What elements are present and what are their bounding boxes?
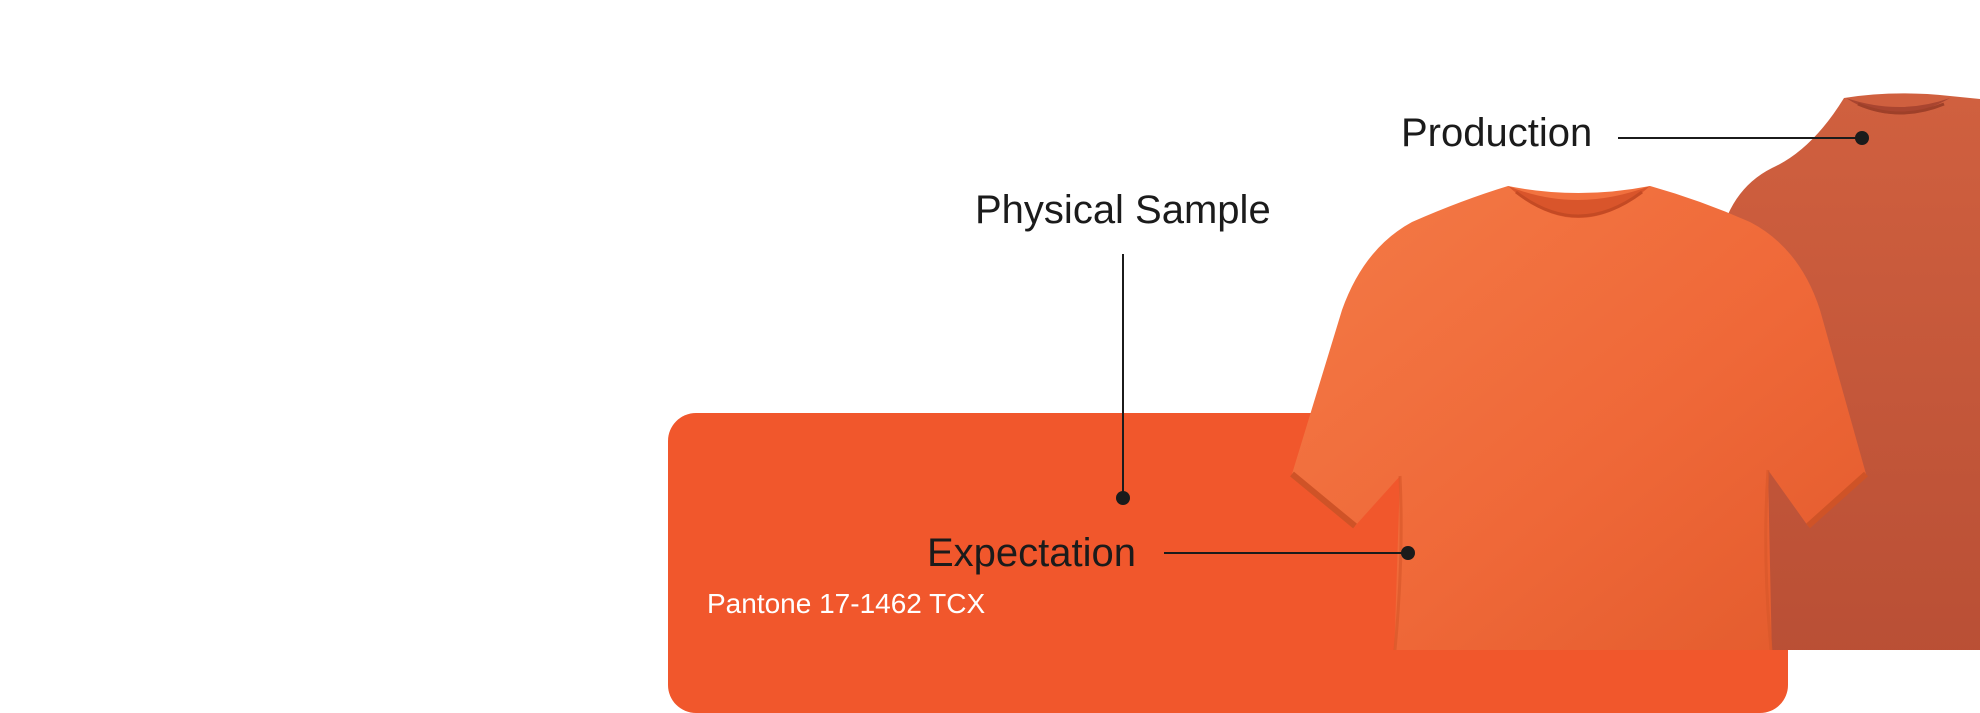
production-leader-line: [1618, 131, 1869, 145]
production-t-shirt-icon: [1718, 93, 1980, 650]
expectation-t-shirt-icon: [1290, 186, 1869, 650]
callout-dot-icon: [1116, 491, 1130, 505]
physical-sample-label: Physical Sample: [975, 188, 1271, 232]
callout-dot-icon: [1401, 546, 1415, 560]
expectation-leader-line: [1164, 546, 1415, 560]
callout-dot-icon: [1855, 131, 1869, 145]
production-label: Production: [1401, 111, 1593, 155]
pantone-name: Pantone 17-1462 TCX: [707, 588, 986, 619]
physical-sample-leader-line: [1116, 254, 1130, 505]
garment-comparison-illustration: [1116, 93, 1980, 650]
expectation-label: Expectation: [927, 531, 1137, 575]
